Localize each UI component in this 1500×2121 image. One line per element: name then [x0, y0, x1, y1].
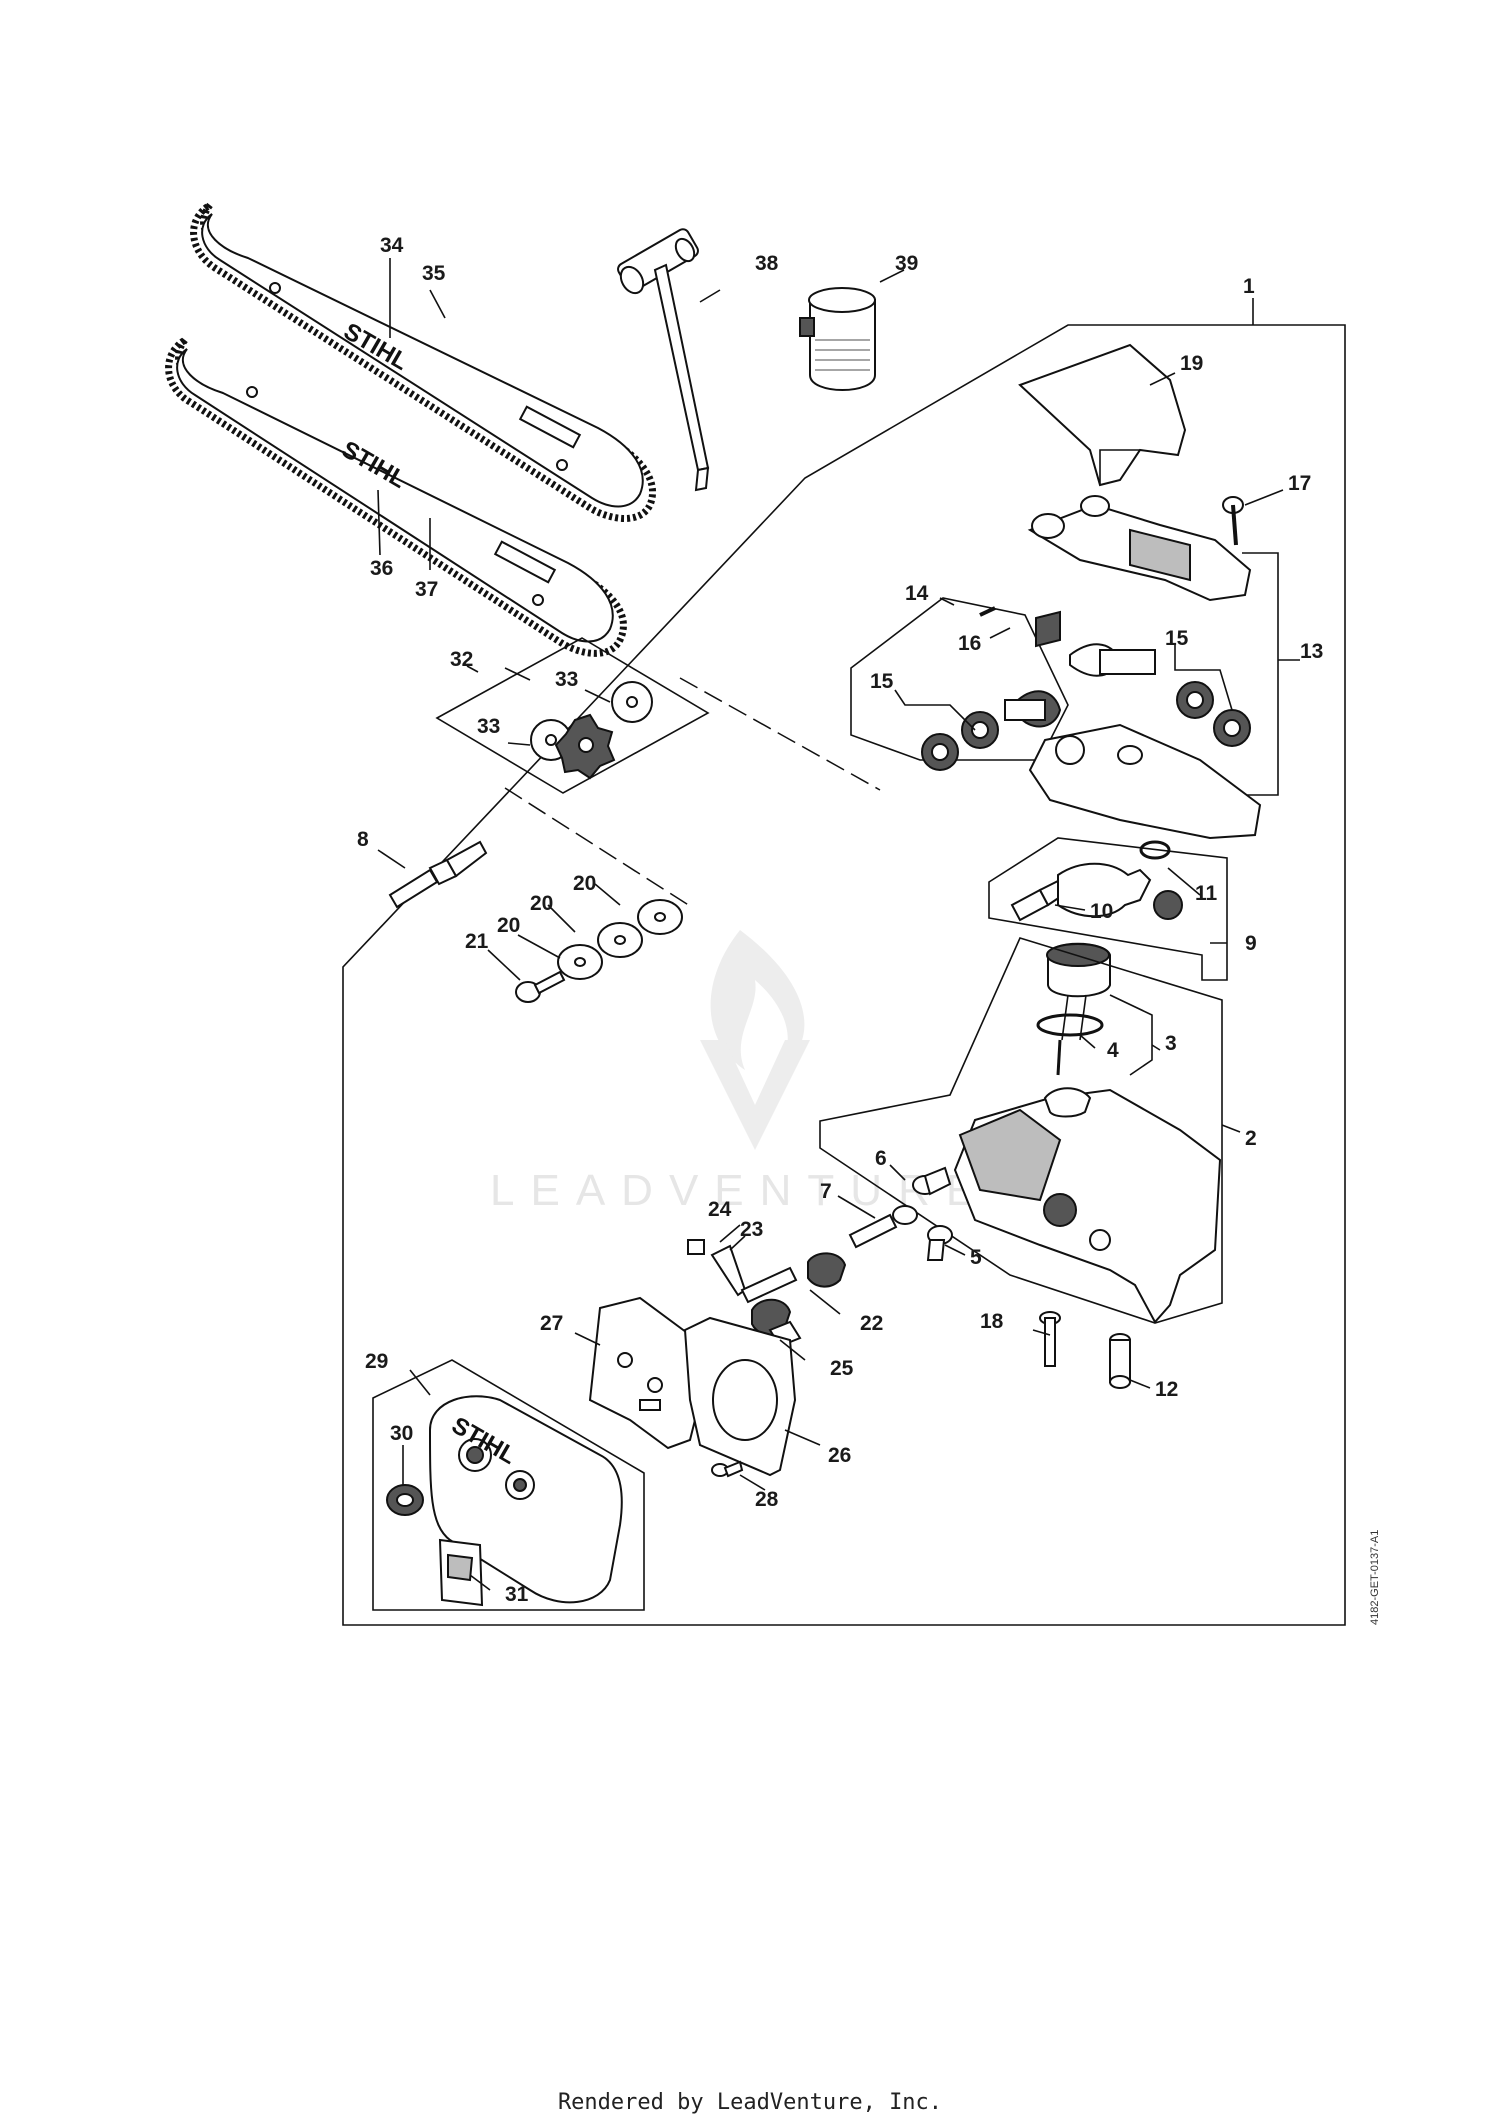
oil-pump-group [988, 837, 1228, 981]
bevel-gear-set [850, 597, 1251, 771]
callout-13: 13 [1300, 640, 1323, 663]
callout-35: 35 [422, 262, 446, 285]
callout-39: 39 [895, 252, 918, 275]
callout-26: 26 [828, 1444, 851, 1467]
grease-tube [799, 287, 876, 391]
callout-25: 25 [830, 1357, 854, 1380]
callout-33b: 33 [477, 715, 500, 738]
screw-28 [711, 1460, 744, 1478]
housing-frame [819, 937, 1223, 1324]
callout-23: 23 [740, 1218, 763, 1241]
gearbox-lower-half [1028, 723, 1262, 840]
callout-16: 16 [958, 632, 981, 655]
document-reference: 4182-GET-0137-A1 [1369, 1530, 1381, 1625]
callout-32: 32 [450, 648, 473, 671]
sprocket-kit [435, 637, 710, 794]
combination-wrench [617, 228, 710, 492]
screw-21 [515, 970, 566, 1003]
callout-15b: 15 [1165, 627, 1189, 650]
callout-19: 19 [1180, 352, 1203, 375]
callout-7: 7 [820, 1180, 832, 1203]
watermark: LEADVENTURE [490, 930, 991, 1215]
callout-10: 10 [1090, 900, 1113, 923]
collar-stud [388, 840, 488, 909]
leader-lines [377, 258, 1300, 1591]
cover-nut [386, 1484, 424, 1516]
callout-2: 2 [1245, 1127, 1257, 1150]
callout-21: 21 [465, 930, 489, 953]
guide-bar-top: STIHL [190, 202, 657, 522]
callout-20a: 20 [573, 872, 596, 895]
callout-28: 28 [755, 1488, 779, 1511]
callout-38: 38 [755, 252, 779, 275]
guide-plate-26 [683, 1316, 797, 1477]
gear-cover-19 [1018, 343, 1187, 487]
dashed-leader-top [679, 677, 881, 791]
screw-17 [1222, 496, 1244, 546]
bracket-3 [1109, 994, 1153, 1076]
callout-30: 30 [390, 1422, 413, 1445]
callout-36: 36 [370, 557, 393, 580]
callout-12: 12 [1155, 1378, 1178, 1401]
callout-20c: 20 [497, 914, 520, 937]
nut-6 [912, 1166, 952, 1196]
footer-credit: Rendered by LeadVenture, Inc. [557, 2090, 943, 2115]
oil-cap [1036, 942, 1111, 1076]
callout-15a: 15 [870, 670, 894, 693]
callout-4: 4 [1107, 1039, 1119, 1062]
callout-34: 34 [380, 234, 404, 257]
bracket-13 [1242, 552, 1279, 796]
callout-27: 27 [540, 1312, 563, 1335]
stud-5 [926, 1225, 953, 1261]
callouts: 1 2 3 4 5 6 7 8 9 10 11 12 13 14 15 15 1… [357, 234, 1323, 1606]
warning-label [438, 1538, 484, 1607]
stud-7 [848, 1205, 918, 1249]
callout-6: 6 [875, 1147, 887, 1170]
side-plate-27 [588, 1296, 702, 1450]
callout-8: 8 [357, 828, 369, 851]
callout-29: 29 [365, 1350, 388, 1373]
callout-1: 1 [1243, 275, 1255, 298]
callout-20b: 20 [530, 892, 553, 915]
callout-18: 18 [980, 1310, 1004, 1333]
callout-5: 5 [970, 1246, 982, 1269]
screw-18 [1039, 1311, 1061, 1367]
callout-11: 11 [1195, 882, 1218, 905]
bushing-12 [1109, 1333, 1131, 1389]
watermark-text: LEADVENTURE [490, 1166, 991, 1215]
callout-37: 37 [415, 578, 438, 601]
callout-33a: 33 [555, 668, 578, 691]
main-housing [953, 1087, 1222, 1324]
cover-frame [372, 1359, 645, 1611]
callout-3: 3 [1165, 1032, 1177, 1055]
callout-9: 9 [1245, 932, 1257, 955]
washers [557, 899, 683, 980]
assembly-frame [342, 324, 1346, 1626]
callout-22: 22 [860, 1312, 883, 1335]
callout-17: 17 [1288, 472, 1311, 495]
callout-24: 24 [708, 1198, 732, 1221]
callout-14: 14 [905, 582, 929, 605]
gearbox-upper-half [1027, 495, 1252, 602]
dashed-leader-bottom [504, 787, 691, 907]
callout-31: 31 [505, 1583, 529, 1606]
